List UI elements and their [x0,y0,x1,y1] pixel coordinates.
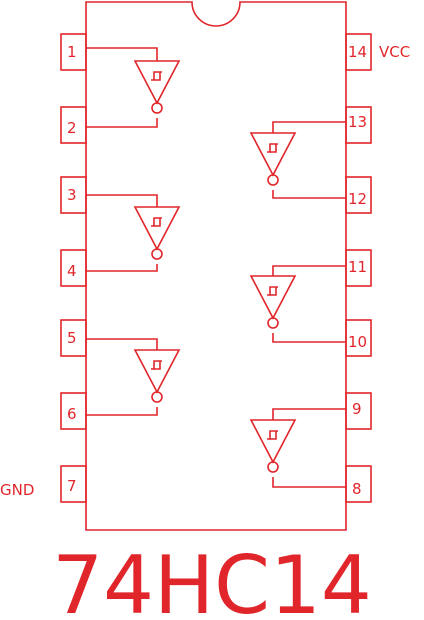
right-pins [345,33,372,503]
pin-7-label: 7 [67,477,77,495]
vcc-label: VCC [379,43,410,61]
pin-3-label: 3 [67,186,77,204]
pin-7-box [60,465,87,503]
pin-1-box [60,33,87,71]
pin-11-label: 11 [348,258,367,276]
pin-5-box [60,319,87,357]
gate-4 [250,121,346,199]
gate-5 [250,265,346,343]
pin-8-box [345,465,372,503]
pin-4-box [60,249,87,287]
pin-5-label: 5 [67,329,77,347]
part-number-title: 74HC14 [52,539,372,620]
pin-13-label: 13 [348,113,367,131]
gate-2 [86,194,180,272]
pin-10-label: 10 [348,333,367,351]
pin-6-label: 6 [67,405,77,423]
pin-14-box [345,33,372,71]
pin-10-box [345,319,372,357]
gate-6 [250,408,346,488]
pin-12-box [345,176,372,214]
pin-12-label: 12 [348,190,367,208]
gate-3 [86,338,180,416]
pin-9-box [345,392,372,430]
pin-11-box [345,249,372,287]
gate-1 [86,47,180,128]
left-pins [60,33,87,503]
pin-8-label: 8 [352,480,362,498]
pin-9-label: 9 [352,400,362,418]
pin-2-label: 2 [67,119,77,137]
pin-13-box [345,106,372,144]
pin-14-label: 14 [348,43,367,61]
pin-6-box [60,392,87,430]
chip-body [85,1,347,531]
gnd-label: GND [0,481,34,499]
pin-2-box [60,106,87,144]
pin-4-label: 4 [67,262,77,280]
pin-1-label: 1 [67,43,77,61]
